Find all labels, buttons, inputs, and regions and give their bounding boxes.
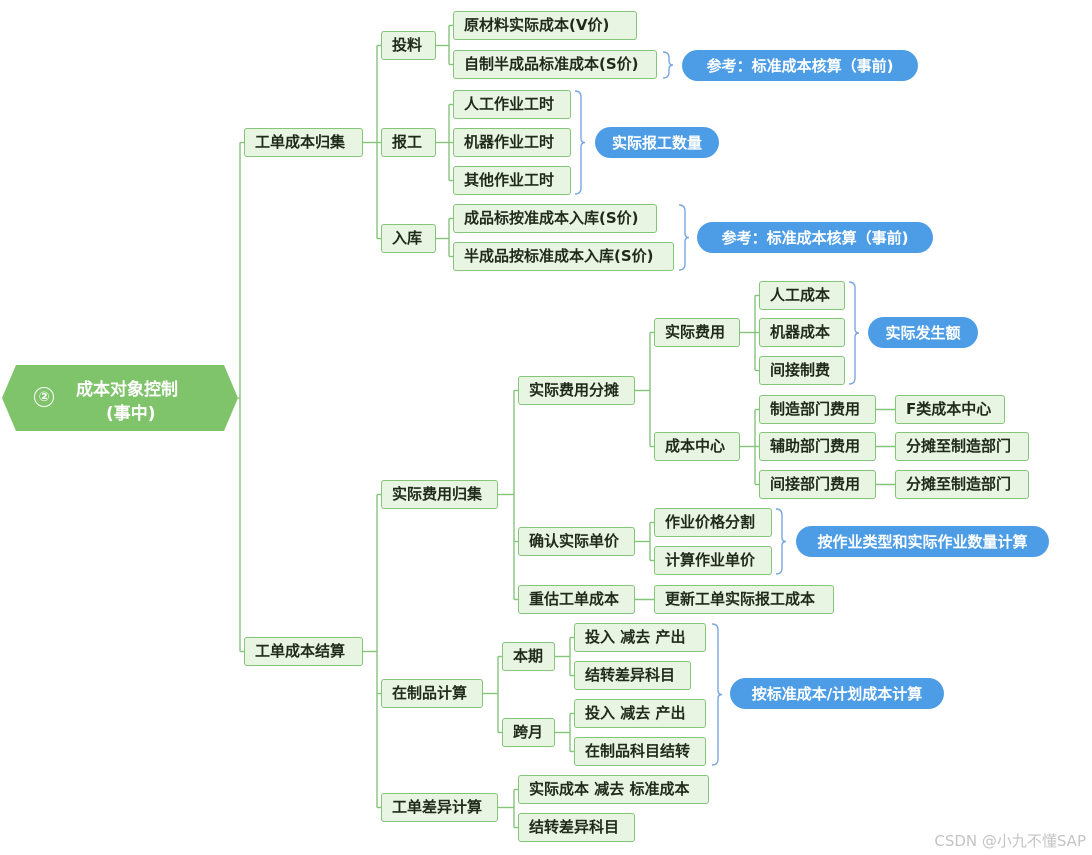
node-revalue-target[interactable]: 更新工单实际报工成本 — [654, 585, 834, 614]
node-touliao[interactable]: 投料 — [381, 31, 436, 60]
note-fees: 实际发生额 — [868, 317, 978, 348]
node-baogong-item-3[interactable]: 其他作业工时 — [453, 166, 571, 195]
node-fees-item-3[interactable]: 间接制费 — [759, 356, 845, 385]
node-center-target-1[interactable]: F类成本中心 — [895, 395, 1005, 424]
node-wip[interactable]: 在制品计算 — [381, 679, 483, 708]
node-cross[interactable]: 跨月 — [502, 718, 555, 747]
node-variance[interactable]: 工单差异计算 — [381, 793, 498, 822]
node-fees-item-1[interactable]: 人工成本 — [759, 281, 845, 310]
watermark: CSDN @小九不懂SAP — [934, 832, 1086, 850]
bracket-price — [775, 508, 787, 575]
node-price-item-2[interactable]: 计算作业单价 — [654, 546, 772, 575]
node-center-target-3[interactable]: 分摊至制造部门 — [895, 470, 1029, 499]
bracket-touliao — [662, 51, 674, 79]
node-center-item-1[interactable]: 制造部门费用 — [759, 395, 876, 424]
root-subtitle: (事中) — [106, 404, 156, 424]
node-settle[interactable]: 工单成本结算 — [244, 637, 363, 666]
node-fees[interactable]: 实际费用 — [654, 318, 740, 347]
bracket-wip — [711, 623, 723, 766]
node-actual[interactable]: 实际费用归集 — [381, 480, 498, 509]
note-price: 按作业类型和实际作业数量计算 — [796, 526, 1049, 557]
node-variance-item-2[interactable]: 结转差异科目 — [518, 813, 635, 842]
node-touliao-item-1[interactable]: 原材料实际成本(V价) — [453, 11, 637, 40]
bracket-fees — [848, 281, 860, 385]
node-price-item-1[interactable]: 作业价格分割 — [654, 508, 772, 537]
node-fees-item-2[interactable]: 机器成本 — [759, 318, 845, 347]
node-touliao-item-2[interactable]: 自制半成品标准成本(S价) — [453, 50, 657, 79]
node-ruku-item-1[interactable]: 成品标按准成本入库(S价) — [453, 204, 657, 233]
root-hexagon-shape — [2, 365, 238, 431]
root-number-badge: ② — [34, 387, 54, 407]
node-ruku[interactable]: 入库 — [381, 224, 436, 253]
node-baogong-item-2[interactable]: 机器作业工时 — [453, 128, 571, 157]
note-baogong: 实际报工数量 — [595, 127, 719, 158]
node-baogong[interactable]: 报工 — [381, 128, 436, 157]
node-collect[interactable]: 工单成本归集 — [244, 128, 363, 157]
node-current[interactable]: 本期 — [502, 642, 555, 671]
node-current-item-2[interactable]: 结转差异科目 — [574, 661, 691, 690]
node-cross-item-2[interactable]: 在制品科目结转 — [574, 737, 706, 766]
node-ruku-item-2[interactable]: 半成品按标准成本入库(S价) — [453, 242, 674, 271]
node-price[interactable]: 确认实际单价 — [518, 527, 635, 556]
bracket-baogong — [574, 90, 586, 195]
root-title: 成本对象控制 — [76, 380, 178, 400]
node-center-item-2[interactable]: 辅助部门费用 — [759, 432, 876, 461]
node-center-item-3[interactable]: 间接部门费用 — [759, 470, 876, 499]
note-touliao: 参考：标准成本核算（事前) — [682, 50, 918, 81]
node-current-item-1[interactable]: 投入 减去 产出 — [574, 623, 706, 652]
node-center[interactable]: 成本中心 — [654, 432, 740, 461]
note-ruku: 参考：标准成本核算（事前) — [697, 222, 933, 253]
node-revalue[interactable]: 重估工单成本 — [518, 585, 635, 614]
node-variance-item-1[interactable]: 实际成本 减去 标准成本 — [518, 775, 709, 804]
node-center-target-2[interactable]: 分摊至制造部门 — [895, 432, 1029, 461]
node-cross-item-1[interactable]: 投入 减去 产出 — [574, 699, 706, 728]
bracket-ruku — [678, 204, 690, 271]
node-baogong-item-1[interactable]: 人工作业工时 — [453, 90, 571, 119]
note-wip: 按标准成本/计划成本计算 — [730, 678, 944, 709]
node-alloc[interactable]: 实际费用分摊 — [518, 376, 635, 405]
root-node[interactable]: ② 成本对象控制 (事中) — [2, 365, 238, 431]
